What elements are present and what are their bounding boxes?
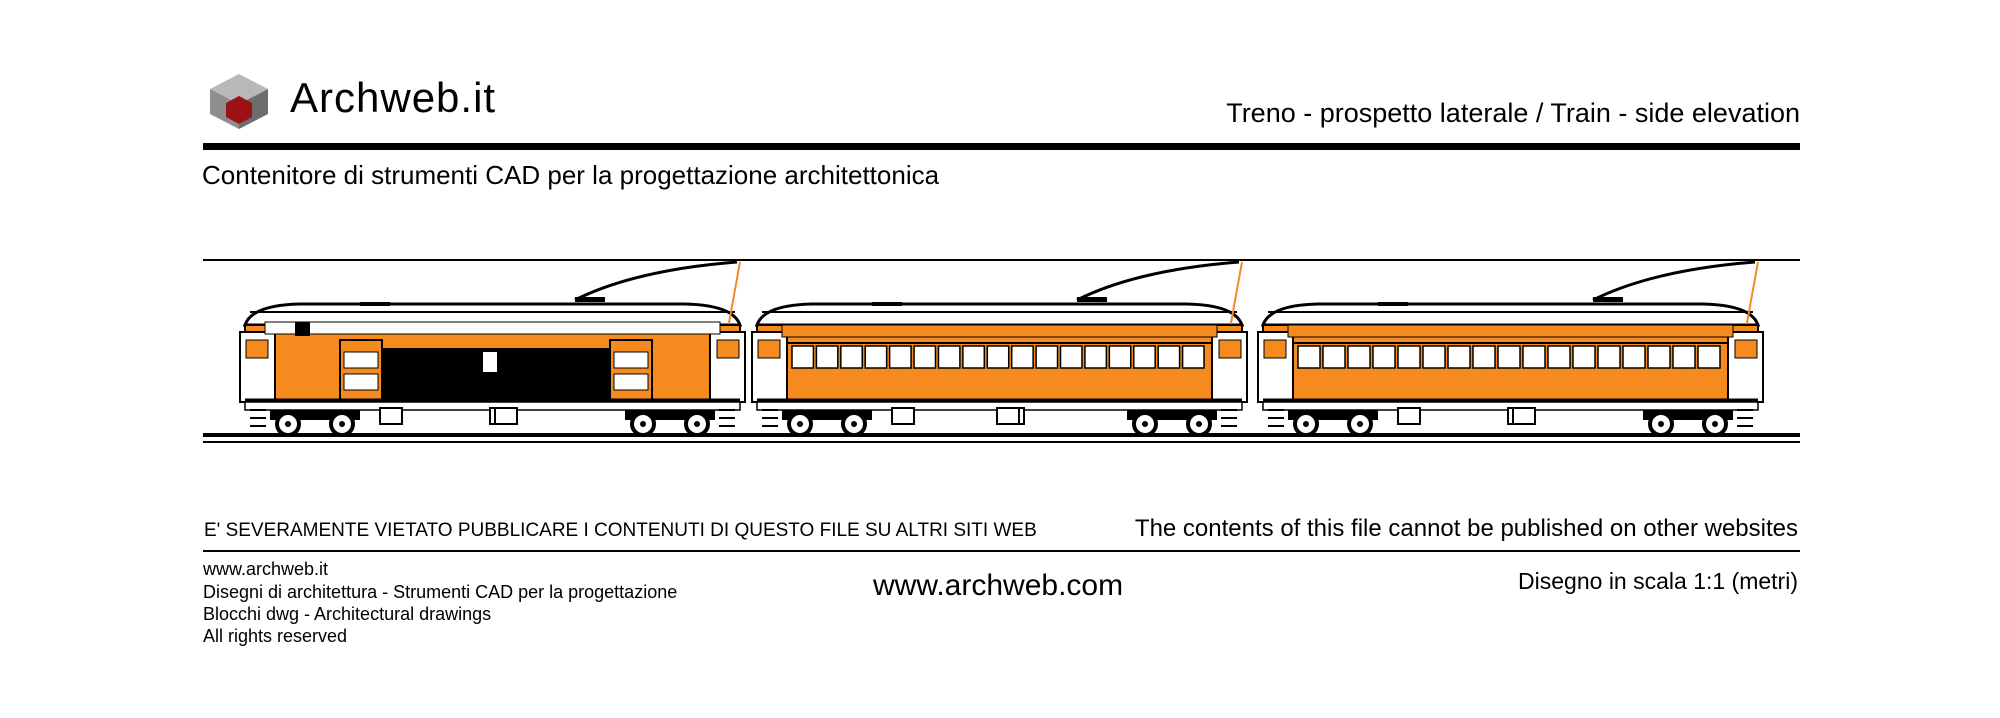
footer-line-website: www.archweb.it bbox=[203, 559, 329, 579]
drawing-title: Treno - prospetto laterale / Train - sid… bbox=[1226, 98, 1800, 128]
footer-line-blocks: Blocchi dwg - Architectural drawings bbox=[203, 604, 492, 624]
passenger-coach bbox=[1257, 260, 1764, 437]
brand-name: Archweb.it bbox=[290, 74, 497, 121]
notice-italian: E' SEVERAMENTE VIETATO PUBBLICARE I CONT… bbox=[204, 520, 1037, 541]
notice-english: The contents of this file cannot be publ… bbox=[1134, 515, 1798, 542]
header-divider bbox=[203, 143, 1800, 150]
baggage-car bbox=[239, 260, 746, 437]
subtitle: Contenitore di strumenti CAD per la prog… bbox=[202, 160, 940, 190]
passenger-coach bbox=[751, 260, 1248, 437]
train-side-elevation-drawing bbox=[203, 259, 1800, 443]
footer-website[interactable]: www.archweb.com bbox=[873, 569, 1124, 602]
footer-line-description: Disegni di architettura - Strumenti CAD … bbox=[203, 582, 678, 602]
archweb-logo-icon bbox=[210, 74, 268, 129]
scale-note: Disegno in scala 1:1 (metri) bbox=[1518, 568, 1798, 594]
footer-line-rights: All rights reserved bbox=[203, 626, 348, 646]
rail-track bbox=[203, 433, 1800, 443]
footer-divider bbox=[203, 550, 1800, 552]
